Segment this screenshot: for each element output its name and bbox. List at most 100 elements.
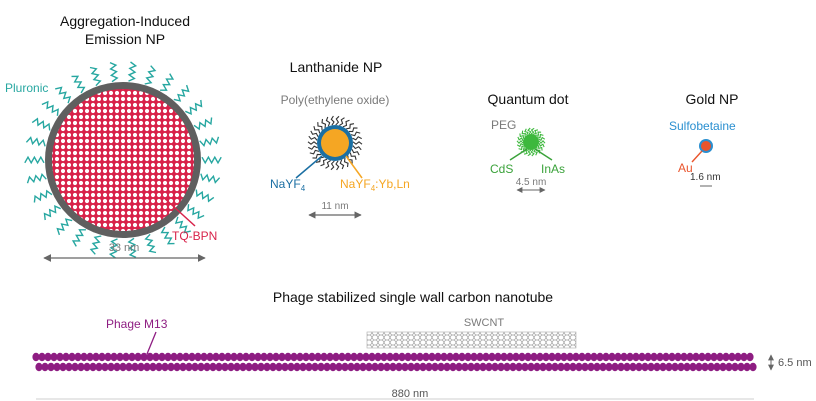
phage-bead [449,362,457,372]
phage-bead [395,362,403,372]
nayf4-shell-leader [295,155,323,179]
phage-bead [539,362,547,372]
polymer-chain [320,158,328,167]
pluronic-chain [31,117,51,131]
phage-bead [707,362,715,372]
pluronic-chain [173,84,190,102]
phage-bead [695,362,703,372]
phage-bead [278,352,286,362]
phage-bead [710,352,718,362]
polymer-chain [308,135,318,141]
phage-bead [95,362,103,372]
pluronic-chain [160,73,175,91]
polymer-chain [342,119,350,128]
phage-bead [308,352,316,362]
phage-bead [515,362,523,372]
inas-leader [534,148,553,161]
phage-bead [494,352,502,362]
phage-bead [596,352,604,362]
peg-label: PEG [491,118,516,132]
phage-bead [260,352,268,362]
phage-bead [191,362,199,372]
polymer-chain [533,148,538,156]
sulfobetaine-label: Sulfobetaine [669,119,736,133]
phage-swcnt-panel: Phage stabilized single wall carbon nano… [32,289,812,400]
phage-bead [137,362,145,372]
phage-bead [311,362,319,372]
phage-bead [275,362,283,372]
phage-bead [680,352,688,362]
phage-bead [686,352,694,362]
phage-bead [347,362,355,372]
polymer-chain [317,122,323,131]
phage-bead [74,352,82,362]
polymer-chain [537,145,543,151]
phage-bead [326,352,334,362]
phage-bead [635,362,643,372]
phage-bead [161,362,169,372]
phage-bead [677,362,685,372]
phage-bead [146,352,154,362]
tq-bpn-leader [161,195,196,227]
quantum-dot-panel: Quantum dot PEG CdS InAs 4.5 nm [488,91,569,193]
phage-bead [344,352,352,362]
phage-bead [83,362,91,372]
phage-bead [170,352,178,362]
polymer-chain [352,141,363,145]
phage-bead [353,362,361,372]
phage-bead [623,362,631,372]
polymer-chain [330,160,335,171]
phage-bead [497,362,505,372]
pluronic-chain [193,117,213,131]
phage-bead [698,352,706,362]
polymer-chain [313,126,321,134]
polymer-chain [307,141,318,145]
phage-bead [488,352,496,362]
phage-bead [122,352,130,362]
phage-bead [719,362,727,372]
phage-bead [599,362,607,372]
polymer-chain [346,123,355,130]
phage-bead [563,362,571,372]
phage-bead [203,362,211,372]
phage-bead [506,352,514,362]
phage-bead [149,362,157,372]
phage-bead [320,352,328,362]
phage-bead [47,362,55,372]
phage-bead [614,352,622,362]
phage-bead [35,362,43,372]
phage-bead [428,352,436,362]
aie-title-line2: Emission NP [85,31,165,47]
pluronic-chain [43,204,61,221]
phage-length-label: 880 nm [392,388,429,400]
phage-m13-leader [146,331,157,355]
phage-bead [362,352,370,362]
phage-bead [485,362,493,372]
cds-leader [509,148,528,161]
polymer-chain [352,136,362,141]
nayf4-shell-label: NaYF4 [270,177,306,193]
polymer-chain [343,157,349,168]
phage-bead [638,352,646,362]
pluronic-label: Pluronic [5,81,48,95]
phage-bead [269,362,277,372]
phage-bead [65,362,73,372]
phage-bead [470,352,478,362]
phage-bead [332,352,340,362]
phage-bead [113,362,121,372]
phage-bead [368,352,376,362]
phage-bead [482,352,490,362]
phage-bead [293,362,301,372]
phage-bead [287,362,295,372]
phage-bead [338,352,346,362]
phage-bead [377,362,385,372]
phage-bead [248,352,256,362]
phage-bead [104,352,112,362]
polymer-chain [524,128,529,136]
polymer-chain [309,149,320,155]
polymer-chain [516,142,525,148]
phage-bead [509,362,517,372]
phage-bead [398,352,406,362]
phage-bead [215,362,223,372]
polymer-chain [530,149,535,157]
